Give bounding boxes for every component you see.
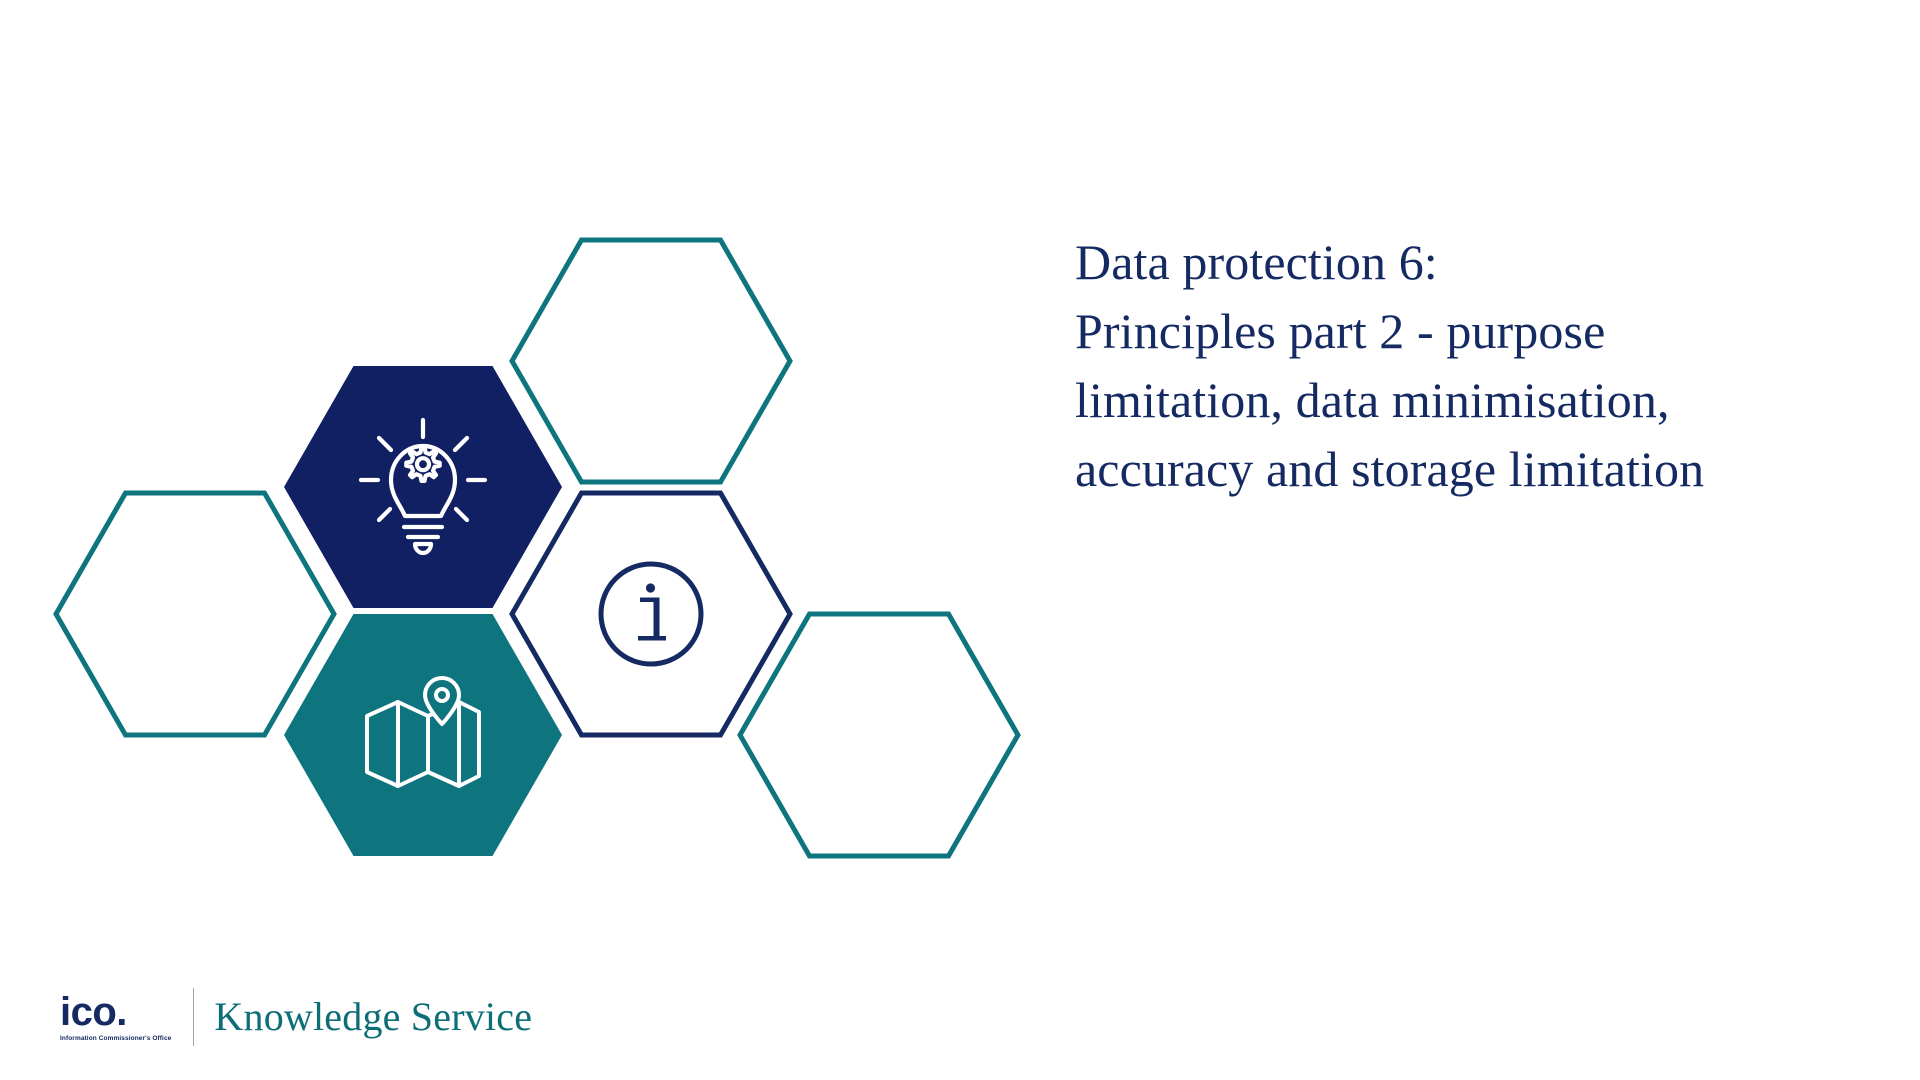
title-line-1: Data protection 6: <box>1075 234 1438 290</box>
info-circle-icon <box>598 561 704 667</box>
title-line-3: limitation, data minimisation, <box>1075 372 1670 428</box>
hexagon-outline-bottom-right <box>737 611 1021 859</box>
hexagon-cluster <box>0 0 1060 920</box>
service-name: Knowledge Service <box>214 994 533 1039</box>
hexagon-outline-left <box>53 490 337 738</box>
title-line-4: accuracy and storage limitation <box>1075 441 1705 497</box>
lightbulb-gear-icon <box>358 417 488 556</box>
map-pin-icon <box>365 676 481 788</box>
ico-tagline: Information Commissioner's Office <box>60 1034 172 1042</box>
title-line-2: Principles part 2 - purpose <box>1075 303 1606 359</box>
hexagon-filled-lightbulb <box>284 366 562 608</box>
ico-logo: ico. Information Commissioner's Office <box>60 988 193 1046</box>
ico-wordmark: ico. <box>60 989 127 1034</box>
page-title: Data protection 6: Principles part 2 - p… <box>1075 228 1895 504</box>
logo-divider <box>193 988 195 1046</box>
footer-logo: ico. Information Commissioner's Office K… <box>60 985 532 1049</box>
hexagon-outline-info <box>509 490 793 738</box>
hexagon-outline-top <box>509 237 793 485</box>
hexagon-filled-map <box>284 614 562 856</box>
